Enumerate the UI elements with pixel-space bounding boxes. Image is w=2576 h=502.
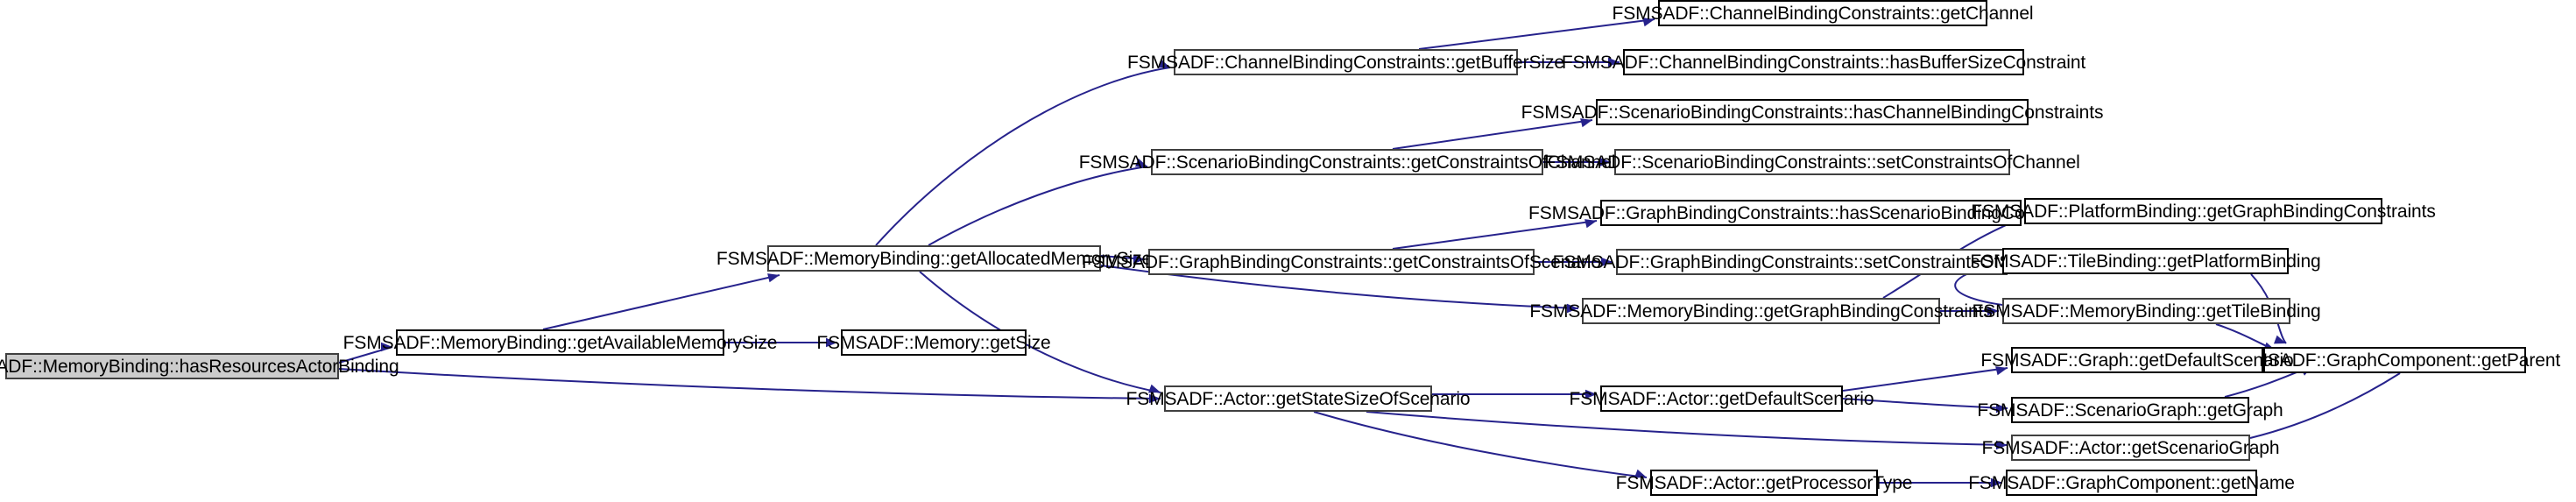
graph-node-label: FSMSADF::ChannelBindingConstraints::getC… bbox=[1612, 3, 2034, 24]
graph-edge bbox=[1313, 411, 1648, 478]
graph-node[interactable]: FSMSADF::ChannelBindingConstraints::getC… bbox=[1613, 0, 2034, 26]
graph-edge bbox=[928, 166, 1148, 246]
graph-node[interactable]: FSMSADF::MemoryBinding::hasResourcesActo… bbox=[0, 353, 399, 379]
graph-node[interactable]: FSMSADF::GraphBindingConstraints::hasSce… bbox=[1528, 200, 2093, 226]
graph-node[interactable]: FSMSADF::MemoryBinding::getGraphBindingC… bbox=[1529, 298, 1993, 324]
graph-node-label: FSMSADF::MemoryBinding::hasResourcesActo… bbox=[0, 356, 399, 377]
graph-node-label: FSMSADF::PlatformBinding::getGraphBindin… bbox=[1971, 201, 2436, 222]
graph-edge bbox=[1842, 367, 2008, 392]
graph-node-label: FSMSADF::Graph::getDefaultScenario bbox=[1980, 350, 2294, 371]
graph-edge bbox=[338, 368, 1161, 399]
graph-node[interactable]: FSMSADF::TileBinding::getPlatformBinding bbox=[1970, 248, 2321, 274]
graph-node[interactable]: FSMSADF::ChannelBindingConstraints::getB… bbox=[1127, 49, 1564, 75]
graph-node-label: FSMSADF::GraphComponent::getParent bbox=[2228, 350, 2561, 371]
graph-edge bbox=[1366, 411, 2008, 446]
graph-node[interactable]: FSMSADF::MemoryBinding::getTileBinding bbox=[1972, 298, 2321, 324]
graph-node-label: FSMSADF::Actor::getScenarioGraph bbox=[1981, 437, 2280, 458]
graph-edge bbox=[1392, 220, 1598, 250]
graph-node[interactable]: FSMSADF::MemoryBinding::getAllocatedMemo… bbox=[716, 245, 1152, 272]
graph-node-label: FSMSADF::Memory::getSize bbox=[816, 332, 1051, 353]
graph-node-label: FSMSADF::ChannelBindingConstraints::hasB… bbox=[1561, 52, 2086, 73]
graph-node[interactable]: FSMSADF::GraphBindingConstraints::getCon… bbox=[1082, 249, 1601, 275]
graph-node[interactable]: FSMSADF::Actor::getStateSizeOfScenario bbox=[1126, 385, 1471, 412]
graph-node[interactable]: FSMSADF::Memory::getSize bbox=[816, 329, 1051, 356]
graph-node[interactable]: FSMSADF::Graph::getDefaultScenario bbox=[1980, 347, 2294, 373]
graph-node[interactable]: FSMSADF::PlatformBinding::getGraphBindin… bbox=[1971, 198, 2436, 224]
graph-node[interactable]: FSMSADF::Actor::getScenarioGraph bbox=[1982, 435, 2280, 461]
graph-node-label: FSMSADF::ScenarioBindingConstraints::get… bbox=[1078, 152, 1616, 173]
graph-edge bbox=[1392, 119, 1593, 150]
graph-node[interactable]: FSMSADF::ScenarioBindingConstraints::has… bbox=[1521, 99, 2103, 125]
graph-node-label: FSMSADF::MemoryBinding::getAvailableMemo… bbox=[342, 332, 778, 353]
graph-node-label: FSMSADF::ScenarioBindingConstraints::has… bbox=[1521, 102, 2104, 123]
graph-edge bbox=[1418, 18, 1655, 50]
graph-node-label: FSMSADF::Actor::getStateSizeOfScenario bbox=[1126, 388, 1471, 409]
graph-node-label: FSMSADF::ScenarioGraph::getGraph bbox=[1977, 399, 2283, 421]
edge-arrowhead bbox=[2274, 335, 2286, 344]
graph-node-label: FSMSADF::MemoryBinding::getTileBinding bbox=[1972, 300, 2321, 322]
graph-node[interactable]: FSMSADF::Actor::getDefaultScenario bbox=[1570, 385, 1874, 412]
graph-node-label: FSMSADF::Actor::getDefaultScenario bbox=[1569, 388, 1874, 409]
graph-node-label: FSMSADF::GraphBindingConstraints::hasSce… bbox=[1528, 202, 2094, 223]
graph-node-label: FSMSADF::MemoryBinding::getAllocatedMemo… bbox=[716, 248, 1153, 269]
graph-node[interactable]: FSMSADF::ChannelBindingConstraints::hasB… bbox=[1562, 49, 2086, 75]
graph-node-label: FSMSADF::MemoryBinding::getGraphBindingC… bbox=[1529, 300, 1993, 322]
graph-node[interactable]: FSMSADF::MemoryBinding::getAvailableMemo… bbox=[343, 329, 777, 356]
graph-node[interactable]: FSMSADF::GraphComponent::getParent bbox=[2229, 347, 2560, 373]
graph-node[interactable]: FSMSADF::ScenarioBindingConstraints::set… bbox=[1544, 149, 2080, 175]
graph-node-label: FSMSADF::GraphBindingConstraints::getCon… bbox=[1082, 251, 1601, 272]
graph-node-label: FSMSADF::GraphComponent::getName bbox=[1968, 472, 2295, 493]
graph-node[interactable]: FSMSADF::ScenarioBindingConstraints::get… bbox=[1079, 149, 1615, 175]
graph-edge bbox=[542, 274, 780, 330]
graph-node[interactable]: FSMSADF::GraphComponent::getName bbox=[1968, 470, 2295, 496]
graph-node[interactable]: FSMSADF::ScenarioGraph::getGraph bbox=[1977, 397, 2283, 423]
graph-node-label: FSMSADF::ChannelBindingConstraints::getB… bbox=[1127, 52, 1564, 73]
graph-node-label: FSMSADF::GraphBindingConstraints::setCon… bbox=[1552, 251, 2071, 272]
graph-node[interactable]: FSMSADF::Actor::getProcessorType bbox=[1616, 470, 1912, 496]
graph-node-label: FSMSADF::ScenarioBindingConstraints::set… bbox=[1544, 152, 2080, 173]
edge-arrowhead bbox=[767, 273, 780, 283]
graph-node-label: FSMSADF::Actor::getProcessorType bbox=[1615, 472, 1913, 493]
graph-node-label: FSMSADF::TileBinding::getPlatformBinding bbox=[1970, 251, 2321, 272]
graph-node[interactable]: FSMSADF::GraphBindingConstraints::setCon… bbox=[1553, 249, 2071, 275]
